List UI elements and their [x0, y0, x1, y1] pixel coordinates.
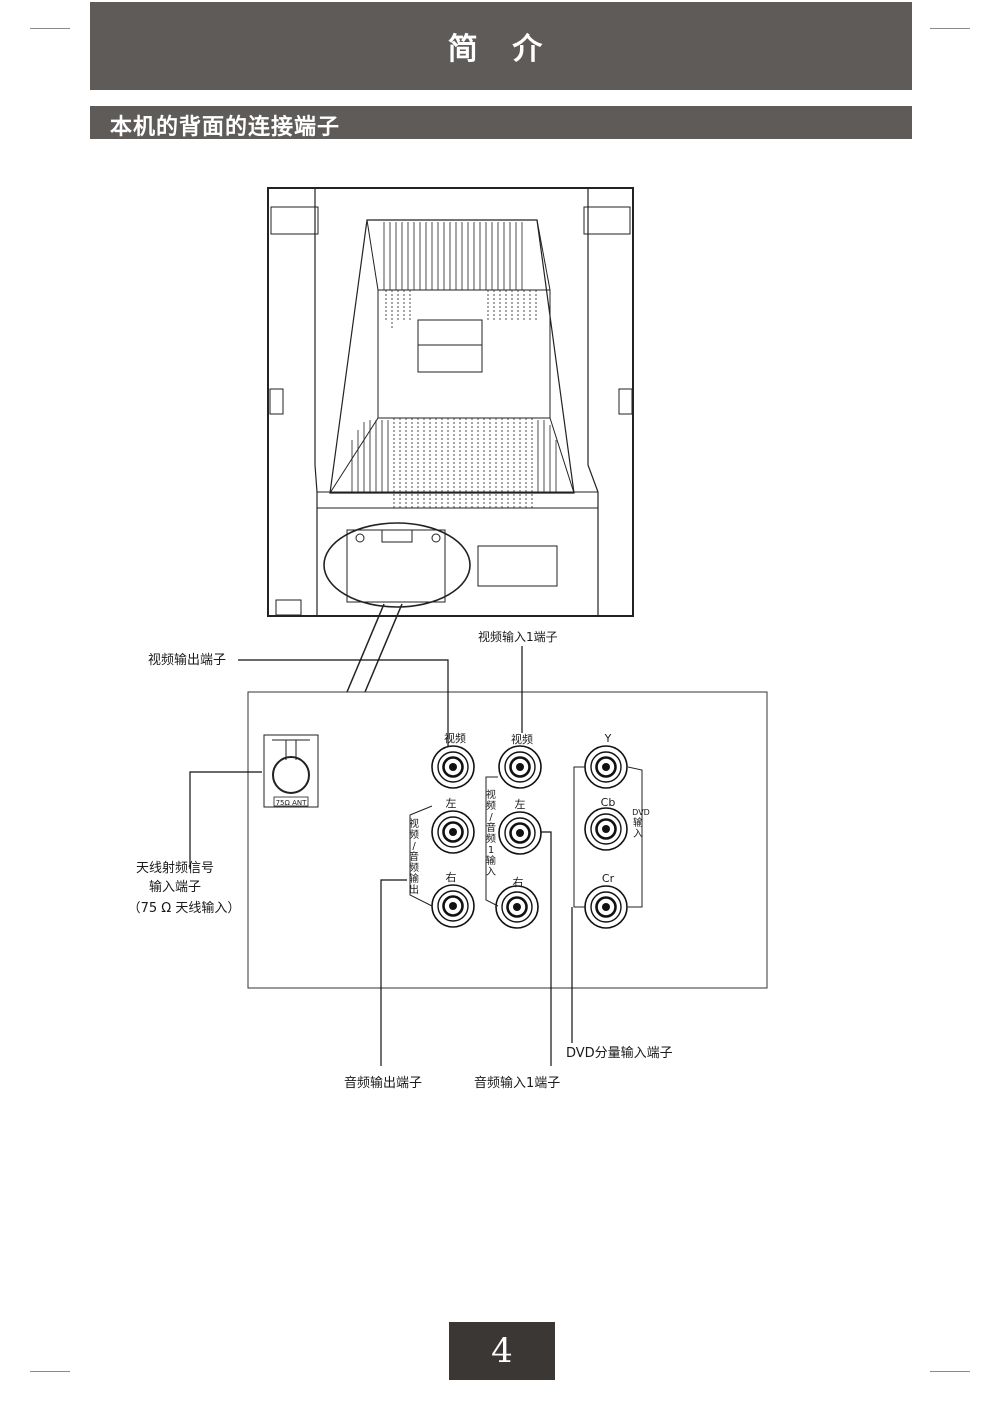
antenna-callout-line2: 输入端子: [149, 879, 201, 895]
video-out-callout: 视频输出端子: [148, 652, 226, 668]
av-out-left-label: 左: [446, 797, 457, 810]
av-out-video-label: 视频: [444, 731, 466, 745]
dvd-vertical-char: 输: [633, 816, 643, 829]
ant-plate-label: 75Ω ANT: [276, 799, 308, 807]
page-number-box: 4: [449, 1322, 555, 1380]
av-in-vertical-char: 音: [486, 821, 496, 834]
av-in-right-label: 右: [513, 875, 524, 889]
av-out-vertical-char: 音: [409, 850, 419, 863]
audio-out-callout: 音频输出端子: [344, 1075, 422, 1091]
antenna-callout-line3: （75 Ω 天线输入）: [128, 900, 241, 916]
av-in-vertical-char: 频: [486, 799, 496, 812]
av-out-vertical-char: 输: [409, 872, 419, 885]
av-in-vertical-char: 1: [488, 845, 494, 856]
header-bar: 简 介: [90, 2, 912, 90]
page-number: 4: [491, 1331, 513, 1371]
audio-in1-callout: 音频输入1端子: [474, 1075, 560, 1091]
av-in-vertical-char: 入: [486, 867, 496, 878]
av-out-right-label: 右: [446, 870, 457, 884]
dvd-component-callout: DVD分量输入端子: [566, 1045, 673, 1061]
av-in-left-label: 左: [515, 798, 526, 811]
av-in-vertical-char: /: [489, 812, 493, 823]
leader-lines: [189, 646, 573, 1066]
av-out-vertical-char: 视: [409, 817, 419, 830]
dvd-vertical-char: DVD: [632, 808, 650, 817]
tv-rear-view: [267, 187, 634, 693]
av-out-vertical-char: 频: [409, 828, 419, 841]
rca-jacks: [430, 744, 629, 930]
av-in-vertical-char: 视: [486, 788, 496, 801]
section-title: 本机的背面的连接端子: [110, 115, 341, 140]
crop-mark: [930, 28, 970, 29]
av-out-vertical-char: 出: [409, 883, 419, 896]
av-in-video-label: 视频: [511, 732, 533, 746]
y-label: Y: [604, 732, 612, 745]
terminal-panel: 75Ω ANT 视频 左 右 视频 左 右 Y Cb Cr 视: [247, 691, 768, 989]
video-in1-callout: 视频输入1端子: [478, 629, 558, 644]
antenna-jack: [263, 734, 319, 808]
section-bar: 本机的背面的连接端子: [90, 106, 912, 140]
cb-label: Cb: [601, 796, 616, 809]
cr-label: Cr: [602, 872, 615, 885]
av-out-vertical-char: 频: [409, 861, 419, 874]
av-in-vertical-char: 输: [486, 854, 496, 867]
crop-mark: [930, 1371, 970, 1372]
av-out-vertical-char: /: [412, 841, 416, 852]
antenna-callout-line1: 天线射频信号: [136, 860, 214, 876]
crop-mark: [30, 28, 70, 29]
dvd-vertical-char: 入: [633, 829, 643, 840]
page-title: 简 介: [447, 32, 555, 67]
crop-mark: [30, 1371, 70, 1372]
av-in-vertical-char: 频: [486, 832, 496, 845]
